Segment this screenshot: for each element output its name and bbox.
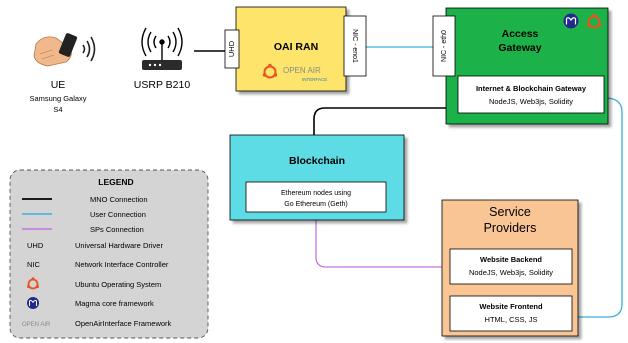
openair-logo: OPEN AIR <box>22 322 51 328</box>
svg-text:Website Frontend: Website Frontend <box>479 302 543 311</box>
legend-item-label: Ubuntu Operating System <box>75 280 161 289</box>
legend-item-label: SPs Connection <box>90 225 144 234</box>
legend-item-label: OpenAirInterface Framework <box>75 319 172 328</box>
service-providers-title-1: Service <box>489 205 531 219</box>
ubuntu-icon <box>27 277 39 290</box>
legend: LEGEND MNO Connection User Connection SP… <box>9 169 209 339</box>
oai-ran-box: OAI RAN OPEN AIR INTERFACE <box>235 6 347 92</box>
legend-item-label: User Connection <box>90 210 146 219</box>
access-gateway-title-2: Gateway <box>498 42 541 54</box>
legend-item-label: Network Interface Controller <box>75 260 169 269</box>
wifi-signal-icon <box>82 36 96 62</box>
legend-uhd-symbol: UHD <box>27 241 44 250</box>
oai-nic-port: NIC - eno1 <box>343 15 367 77</box>
svg-text:NIC - eno1: NIC - eno1 <box>351 29 358 63</box>
website-frontend-box: Website Frontend HTML, CSS, JS <box>449 295 573 332</box>
openair-logo: OPEN AIR INTERFACE <box>283 66 327 82</box>
internet-gateway-tech: NodeJS, Web3js, Solidity <box>489 97 573 106</box>
ue-sublabel-2: S4 <box>53 105 62 114</box>
legend-title: LEGEND <box>98 177 133 187</box>
svg-text:UHD: UHD <box>227 40 236 57</box>
access-gateway-box: Access Gateway Internet & Blockchain Gat… <box>445 7 609 125</box>
ubuntu-icon <box>262 63 278 79</box>
blockchain-inner-line-2: Go Ethereum (Geth) <box>284 201 347 208</box>
magma-icon <box>563 13 579 29</box>
legend-item-label: MNO Connection <box>90 195 148 204</box>
access-gateway-title-1: Access <box>502 28 539 40</box>
magma-icon <box>27 297 39 309</box>
ue-sublabel-1: Samsung Galaxy <box>29 94 86 103</box>
svg-text:NIC - eth0: NIC - eth0 <box>441 30 448 62</box>
internet-gateway-title: Internet & Blockchain Gateway <box>476 84 587 93</box>
svg-text:OPEN AIR: OPEN AIR <box>283 66 321 75</box>
uhd-port: UHD <box>224 29 240 69</box>
blockchain-box: Blockchain Ethereum nodes using Go Ether… <box>229 134 405 221</box>
ue-label: UE <box>51 79 66 91</box>
mno-connection-gateway-blockchain <box>313 107 446 135</box>
blockchain-inner-line-1: Ethereum nodes using <box>281 190 351 197</box>
website-backend-box: Website Backend NodeJS, Web3js, Solidity <box>449 248 573 285</box>
hand-phone-icon <box>33 33 78 67</box>
svg-text:INTERFACE: INTERFACE <box>302 77 327 82</box>
sps-connection-blockchain-backend <box>315 220 450 268</box>
blockchain-title: Blockchain <box>289 155 345 167</box>
usrp-label: USRP B210 <box>134 79 191 91</box>
ue-device: UE Samsung Galaxy S4 <box>29 33 96 114</box>
user-connection-gateway-frontend <box>572 97 623 318</box>
legend-item-label: Universal Hardware Driver <box>75 241 163 250</box>
gateway-nic-port: NIC - eth0 <box>432 15 456 77</box>
svg-text:NodeJS, Web3js, Solidity: NodeJS, Web3js, Solidity <box>469 268 553 277</box>
legend-item-label: Magma core framework <box>75 299 154 308</box>
usrp-device: USRP B210 <box>134 27 191 91</box>
router-icon <box>142 60 182 70</box>
ubuntu-icon <box>586 13 602 29</box>
svg-text:Website Backend: Website Backend <box>480 255 542 264</box>
service-providers-title-2: Providers <box>484 221 537 235</box>
service-providers-box: Service Providers Website Backend NodeJS… <box>441 199 579 337</box>
oai-ran-title: OAI RAN <box>274 41 318 53</box>
svg-text:OPEN AIR: OPEN AIR <box>22 322 51 328</box>
legend-nic-symbol: NIC <box>27 260 41 269</box>
antenna-icon <box>141 27 183 62</box>
svg-text:HTML, CSS, JS: HTML, CSS, JS <box>485 315 538 324</box>
internet-blockchain-gateway-box: Internet & Blockchain Gateway NodeJS, We… <box>457 75 605 114</box>
